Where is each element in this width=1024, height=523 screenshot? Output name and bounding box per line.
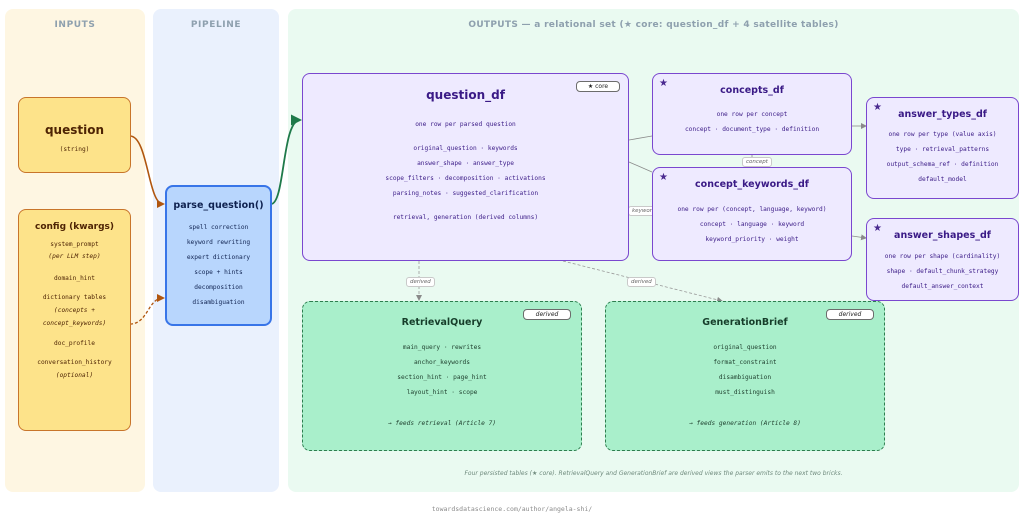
core-star-icon: ★ [659, 78, 668, 89]
retrieval-query-feeds: → feeds retrieval (Article 7) [387, 420, 497, 427]
parse-to-question-df-arrow [270, 114, 302, 205]
outputs-panel-title: OUTPUTS — a relational set (★ core: ques… [468, 20, 839, 30]
parse-step: expert dictionary [186, 254, 251, 261]
qdf-concepts-link [628, 135, 653, 141]
question-subtitle: (string) [59, 146, 90, 153]
config-line: concept_keywords) [42, 320, 107, 327]
retrieval-query-line: section_hint · page_hint [397, 374, 487, 381]
config-title: config (kwargs) [34, 222, 114, 232]
question-df-line: original_question · keywords [413, 145, 518, 152]
core-star-icon: ★ [873, 223, 882, 234]
answer-shapes-df-line: default_answer_context [901, 283, 984, 290]
parse-step: keyword rewriting [186, 239, 251, 246]
parse-step: decomposition [194, 284, 243, 291]
answer-shapes-df-box: ★ answer_shapes_df one row per shape (ca… [866, 218, 1019, 301]
question-df-box: ★ core question_df one row per parsed qu… [302, 73, 629, 261]
derived-badge: derived [523, 309, 571, 320]
keywords-to-answer-shapes-arrow [851, 234, 867, 241]
inputs-panel-title: INPUTS [54, 20, 96, 30]
config-input-box: config (kwargs) system_prompt (per LLM s… [18, 209, 131, 431]
question-df-line: retrieval, generation (derived columns) [392, 214, 539, 221]
concept-keywords-df-line: one row per (concept, language, keyword) [677, 206, 827, 213]
config-line: system_prompt [50, 241, 99, 248]
question-df-line: answer_shape · answer_type [417, 160, 514, 167]
parse-question-box: parse_question() spell correction keywor… [165, 185, 272, 326]
concept-keywords-df-title: concept_keywords_df [695, 179, 809, 190]
question-to-parse-arrow [129, 135, 165, 208]
concepts-df-box: ★ concepts_df one row per concept concep… [652, 73, 852, 155]
retrieval-query-line: layout_hint · scope [406, 389, 478, 396]
answer-types-df-line: default_model [918, 176, 967, 183]
core-star-icon: ★ [659, 172, 668, 183]
config-line: domain_hint [54, 275, 95, 282]
retrieval-query-line: main_query · rewrites [402, 344, 482, 351]
answer-shapes-df-line: shape · default_chunk_strategy [886, 268, 999, 275]
config-line: doc_profile [54, 340, 95, 347]
parse-step: disambiguation [192, 299, 245, 306]
derived-badge: derived [826, 309, 874, 320]
concept-keywords-df-line: keyword_priority · weight [705, 236, 799, 243]
core-badge: ★ core [576, 81, 620, 92]
core-star-icon: ★ [873, 102, 882, 113]
concept-keywords-df-line: concept · language · keyword [699, 221, 805, 228]
answer-shapes-df-title: answer_shapes_df [894, 230, 991, 241]
question-input-box: question (string) [18, 97, 131, 173]
question-df-line: scope_filters · decomposition · activati… [385, 175, 546, 182]
answer-shapes-df-line: one row per shape (cardinality) [884, 253, 1001, 260]
answer-types-df-line: type · retrieval_patterns [895, 146, 990, 153]
generation-brief-box: derived GenerationBrief original_questio… [605, 301, 885, 451]
config-to-parse-arrow [129, 294, 165, 325]
concept-keywords-df-box: ★ concept_keywords_df one row per (conce… [652, 167, 852, 261]
config-line: conversation_history [37, 359, 112, 366]
retrieval-query-line: anchor_keywords [414, 359, 470, 366]
config-line: (concepts + [54, 307, 95, 314]
answer-types-df-title: answer_types_df [898, 109, 987, 120]
config-line: dictionary tables [42, 294, 107, 301]
edge-label-derived-left: derived [406, 277, 435, 287]
answer-types-df-line: one row per type (value axis) [888, 131, 997, 138]
edge-label-concept: concept [742, 157, 772, 167]
generation-brief-line: format_constraint [713, 359, 777, 366]
retrieval-query-title: RetrievalQuery [401, 317, 483, 328]
concepts-df-line: concept · document_type · definition [684, 126, 820, 133]
question-df-line: parsing_notes · suggested_clarification [392, 190, 539, 197]
pipeline-panel-title: PIPELINE [190, 20, 242, 30]
config-line: (optional) [55, 372, 94, 379]
concepts-df-title: concepts_df [720, 85, 784, 96]
parse-question-title: parse_question() [173, 200, 264, 211]
generation-brief-title: GenerationBrief [702, 317, 788, 328]
generation-brief-line: original_question [713, 344, 777, 351]
parse-step: spell correction [188, 224, 249, 231]
author-credit: towardsdatascience.com/author/angela-shi… [431, 505, 593, 513]
edge-label-derived-right: derived [627, 277, 656, 287]
concepts-df-line: one row per concept [716, 111, 788, 118]
parse-step: scope + hints [194, 269, 243, 276]
answer-types-df-line: output_schema_ref · definition [886, 161, 999, 168]
question-df-title: question_df [426, 88, 505, 102]
question-title: question [44, 123, 105, 137]
retrieval-query-box: derived RetrievalQuery main_query · rewr… [302, 301, 582, 451]
qdf-keywords-link [628, 161, 653, 173]
answer-types-df-box: ★ answer_types_df one row per type (valu… [866, 97, 1019, 199]
generation-brief-line: disambiguation [718, 374, 772, 381]
outputs-footnote: Four persisted tables (★ core). Retrieva… [464, 470, 843, 477]
generation-brief-feeds: → feeds generation (Article 8) [689, 420, 801, 427]
question-df-line: one row per parsed question [415, 121, 516, 128]
generation-brief-line: must_distinguish [715, 389, 775, 396]
config-line: (per LLM step) [48, 253, 101, 260]
